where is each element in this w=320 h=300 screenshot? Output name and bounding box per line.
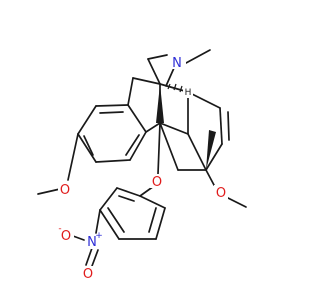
bond-ch2-bridge — [147, 58, 161, 85]
bond-np-inner-3 — [118, 195, 135, 202]
bond-ar-1 — [95, 104, 129, 107]
stereo-bonds — [156, 83, 216, 170]
bond-np-inner-2 — [107, 207, 125, 233]
hash-1 — [167, 83, 171, 90]
bond-core-2 — [132, 77, 161, 85]
bond-core-to-ether — [157, 122, 161, 175]
bond-nitro-o2 — [72, 235, 85, 241]
bond-n-methyl — [185, 49, 211, 64]
bond-n-ch2 — [147, 54, 168, 60]
bond-wedge-right — [206, 130, 216, 170]
ring-oxygen-label: O — [152, 175, 162, 190]
molecule-structure: N O O O N + O - O H — [37, 49, 247, 282]
bond-core-6 — [219, 107, 223, 145]
bond-core-7 — [205, 143, 223, 171]
nitro-oxygen-bottom-label: O — [83, 267, 93, 282]
bond-np-4 — [99, 209, 120, 240]
bond-core-6-double — [227, 111, 230, 141]
bond-n-ch — [165, 67, 175, 87]
bond-skeleton — [37, 49, 247, 267]
bond-nitro-o1 — [85, 247, 93, 266]
bond-np-1 — [139, 195, 166, 209]
bond-np-2 — [155, 207, 166, 240]
nitro-plus-label: + — [95, 231, 103, 241]
bond-core-1 — [127, 77, 134, 106]
hash-3 — [179, 85, 183, 93]
nitro-oxygen-left-label: O — [61, 229, 71, 244]
stereo-hydrogen-label: H — [185, 88, 192, 98]
bond-wedge-center — [156, 84, 164, 123]
atom-labels: N O O O N + O - O H — [58, 54, 228, 282]
bond-np-inner-1 — [148, 207, 157, 233]
bond-np-6 — [116, 187, 141, 197]
bond-ar-5 — [77, 133, 97, 163]
bond-ar-3 — [129, 131, 147, 161]
hash-2 — [173, 83, 177, 91]
bond-right-methoxy — [205, 169, 215, 186]
nitro-minus-label: - — [58, 224, 61, 234]
bond-ar-inner-1 — [99, 111, 124, 114]
bond-left-methoxy — [67, 133, 79, 181]
bond-ar-inner-2 — [125, 134, 140, 156]
bond-core-12 — [159, 122, 179, 171]
bond-nitro-o1-double — [91, 249, 99, 267]
left-methoxy-oxygen-label: O — [60, 183, 70, 198]
right-methoxy-oxygen-label: O — [216, 186, 226, 201]
bond-left-methyl — [37, 188, 61, 195]
amine-nitrogen-label: N — [172, 56, 182, 71]
bond-ar-2 — [127, 104, 147, 133]
bond-ar-4 — [95, 159, 131, 163]
bond-core-9 — [187, 133, 207, 171]
bond-ar-6 — [77, 105, 97, 135]
bond-core-5 — [187, 91, 221, 109]
bond-core-11 — [145, 122, 161, 133]
bond-right-methyl — [225, 196, 247, 208]
bond-ar-inner-3 — [83, 135, 94, 156]
nitro-nitrogen-label: N — [87, 235, 97, 250]
bond-nitro — [95, 209, 101, 234]
bond-core-10 — [159, 122, 189, 135]
bond-np-5 — [99, 187, 118, 211]
